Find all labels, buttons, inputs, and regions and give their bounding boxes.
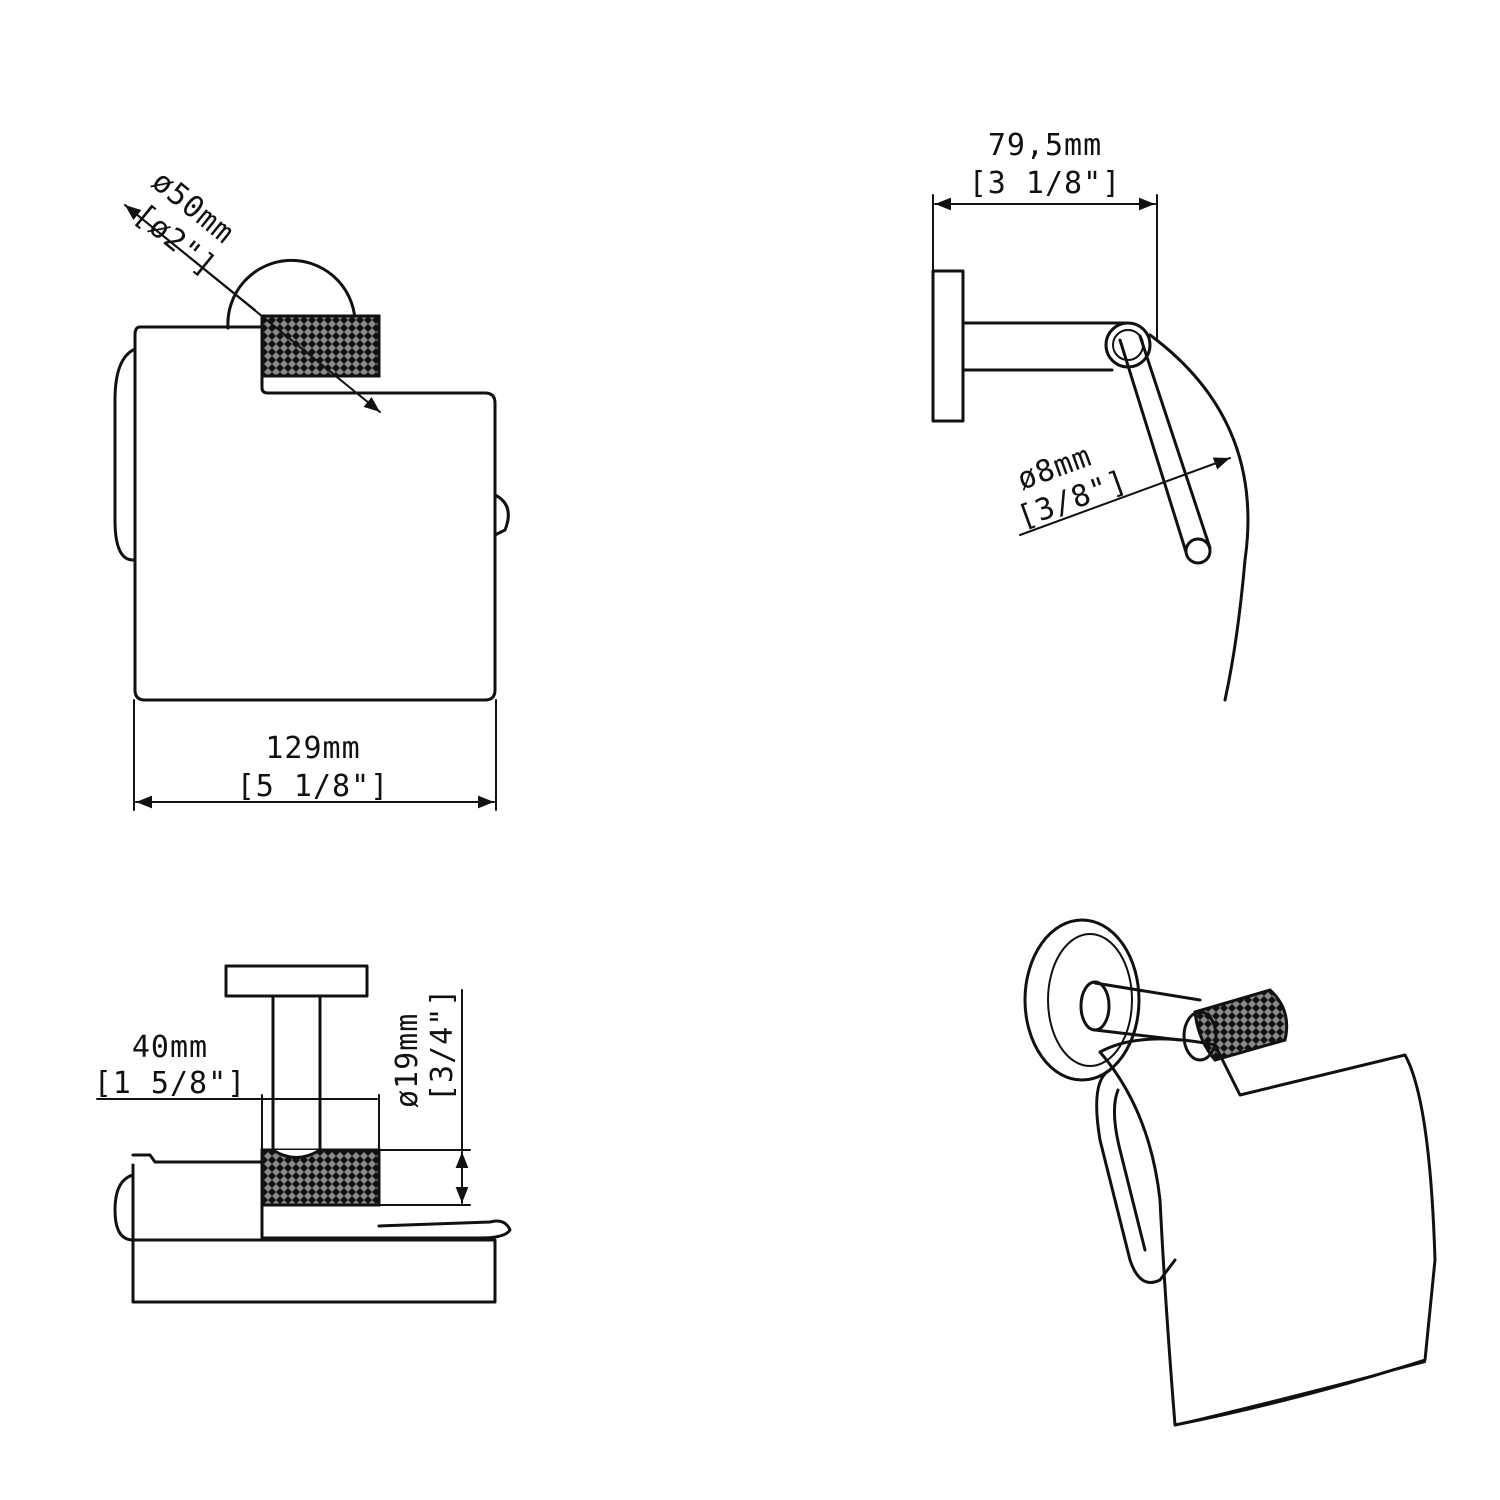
persp-cover bbox=[1098, 1037, 1437, 1427]
wall-plate bbox=[931, 269, 965, 423]
side-view: 79,5mm [3 1/8"] ø8mm [3/8"] bbox=[931, 128, 1250, 702]
width-inch: [5 1/8"] bbox=[237, 769, 390, 804]
persp-collar-end bbox=[1182, 1010, 1218, 1062]
top-view: 40mm [1 5/8"] ø19mm [3/4"] bbox=[94, 964, 512, 1304]
top-cover-edge bbox=[131, 1153, 264, 1164]
projection-inch: [3 1/8"] bbox=[969, 166, 1122, 201]
persp-roll-arm-inner bbox=[1113, 1088, 1147, 1252]
perspective-view bbox=[1023, 918, 1437, 1427]
persp-roll-arm bbox=[1095, 1068, 1177, 1284]
diameter-leader-arrow bbox=[124, 204, 256, 311]
knurled-collar bbox=[260, 314, 381, 378]
knurl-diameter-inch: [3/4"] bbox=[425, 988, 460, 1102]
width-mm: 129mm bbox=[265, 731, 360, 766]
rod-tip bbox=[1184, 537, 1212, 565]
top-post-saddle bbox=[272, 1148, 321, 1159]
cover-plate bbox=[133, 325, 497, 702]
cover-curve bbox=[1148, 333, 1250, 702]
arm-end-inner bbox=[1112, 329, 1144, 361]
front-view: ø50mm [ø2"] 129mm [5 1/8"] bbox=[113, 164, 510, 811]
persp-wall-plate-inner bbox=[1047, 933, 1133, 1067]
persp-cover-lip bbox=[1174, 1361, 1426, 1426]
top-cover-body bbox=[131, 1238, 497, 1304]
rod-left-edge bbox=[1118, 338, 1188, 554]
offset-mm: 40mm bbox=[132, 1030, 208, 1065]
roll-arm-outline bbox=[113, 348, 135, 562]
persp-knurled-collar bbox=[1193, 988, 1289, 1062]
knurl-diameter-mm: ø19mm bbox=[390, 1013, 425, 1108]
persp-wall-plate bbox=[1023, 918, 1141, 1082]
persp-arm-top bbox=[1093, 981, 1202, 1002]
rod-diameter-leader bbox=[1019, 457, 1231, 536]
rod-end bbox=[493, 493, 510, 537]
top-wall-plate bbox=[224, 964, 369, 998]
projection-mm: 79,5mm bbox=[988, 128, 1102, 163]
rod-right-edge bbox=[1138, 334, 1212, 550]
top-knurled-collar bbox=[260, 1148, 381, 1207]
top-rod bbox=[260, 1203, 512, 1240]
wall-cap-arc bbox=[226, 258, 357, 330]
top-roll-arm bbox=[113, 1173, 135, 1242]
persp-arm-base bbox=[1079, 980, 1111, 1032]
offset-inch: [1 5/8"] bbox=[94, 1066, 247, 1101]
